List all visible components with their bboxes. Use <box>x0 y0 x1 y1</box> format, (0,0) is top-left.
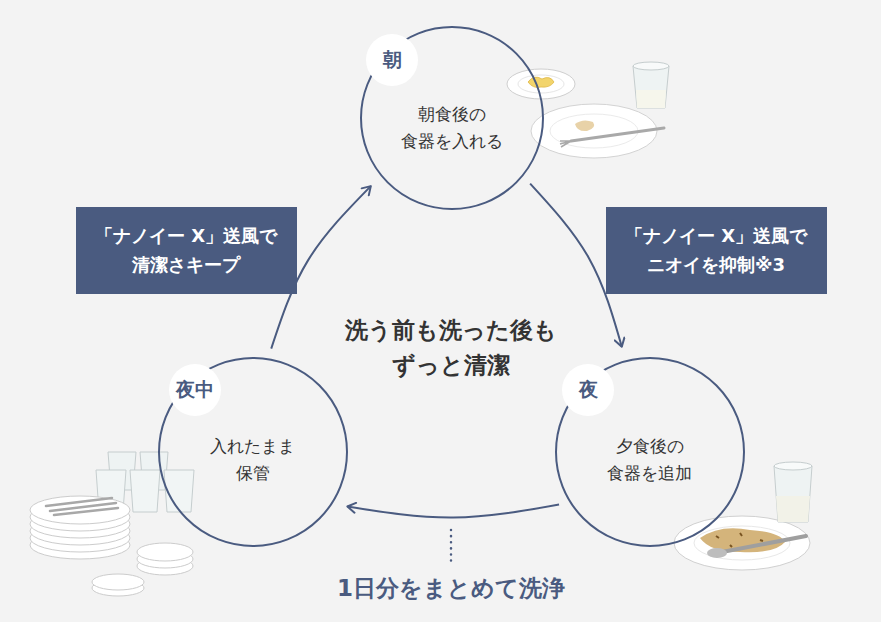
glass <box>774 466 812 522</box>
fork-handle <box>571 128 664 141</box>
bowl <box>137 543 193 561</box>
dotted-leader <box>450 530 453 564</box>
circle-outline <box>556 358 744 546</box>
circle-outline <box>159 358 347 546</box>
fork-tines <box>560 141 571 147</box>
time-badge: 夜中 <box>169 364 221 416</box>
time-badge: 朝 <box>366 34 418 86</box>
process-box: 「ナノイー X」送風で ニオイを抑制※3 <box>606 207 827 295</box>
glass-rim <box>774 462 812 470</box>
box-text: 「ナノイー X」送風で 清潔さキープ <box>83 222 290 280</box>
food-residue <box>575 120 594 131</box>
cutlery <box>46 498 118 515</box>
small-plate <box>507 69 575 99</box>
cycle-arrow <box>347 505 559 518</box>
time-circle: 夜夕食後の 食器を追加 <box>555 357 745 547</box>
process-box: 「ナノイー X」送風で 清潔さキープ <box>76 207 297 295</box>
plate <box>30 496 130 524</box>
spoon-bowl <box>707 548 727 558</box>
glass-rim <box>633 62 669 70</box>
circle-outline <box>361 27 543 209</box>
wash-caption: 1日分をまとめて洗浄 <box>333 573 569 604</box>
stored-dishes <box>30 452 194 596</box>
step-text: 朝食後の 食器を入れる <box>391 101 513 155</box>
scrambled-egg <box>528 77 554 87</box>
time-circle: 朝朝食後の 食器を入れる <box>360 26 544 210</box>
plate-rim <box>550 114 638 148</box>
dinner-dishes <box>674 462 812 570</box>
step-text: 夕食後の 食器を追加 <box>589 433 711 487</box>
small-plate <box>92 574 144 590</box>
glass <box>130 470 160 512</box>
plate-rim <box>518 75 564 93</box>
box-text: 「ナノイー X」送風で ニオイを抑制※3 <box>613 222 820 280</box>
glass-liquid <box>776 496 810 522</box>
spoon-handle <box>722 536 806 552</box>
glass <box>633 66 669 108</box>
step-text: 入れたまま 保管 <box>192 433 314 487</box>
glass-liquid <box>636 90 666 108</box>
time-circle: 夜中入れたまま 保管 <box>158 357 348 547</box>
time-badge: 夜 <box>562 364 614 416</box>
breakfast-dishes <box>507 62 669 158</box>
center-slogan: 洗う前も洗った後も ずっと清潔 <box>336 313 566 382</box>
dinner-plate <box>674 516 810 570</box>
